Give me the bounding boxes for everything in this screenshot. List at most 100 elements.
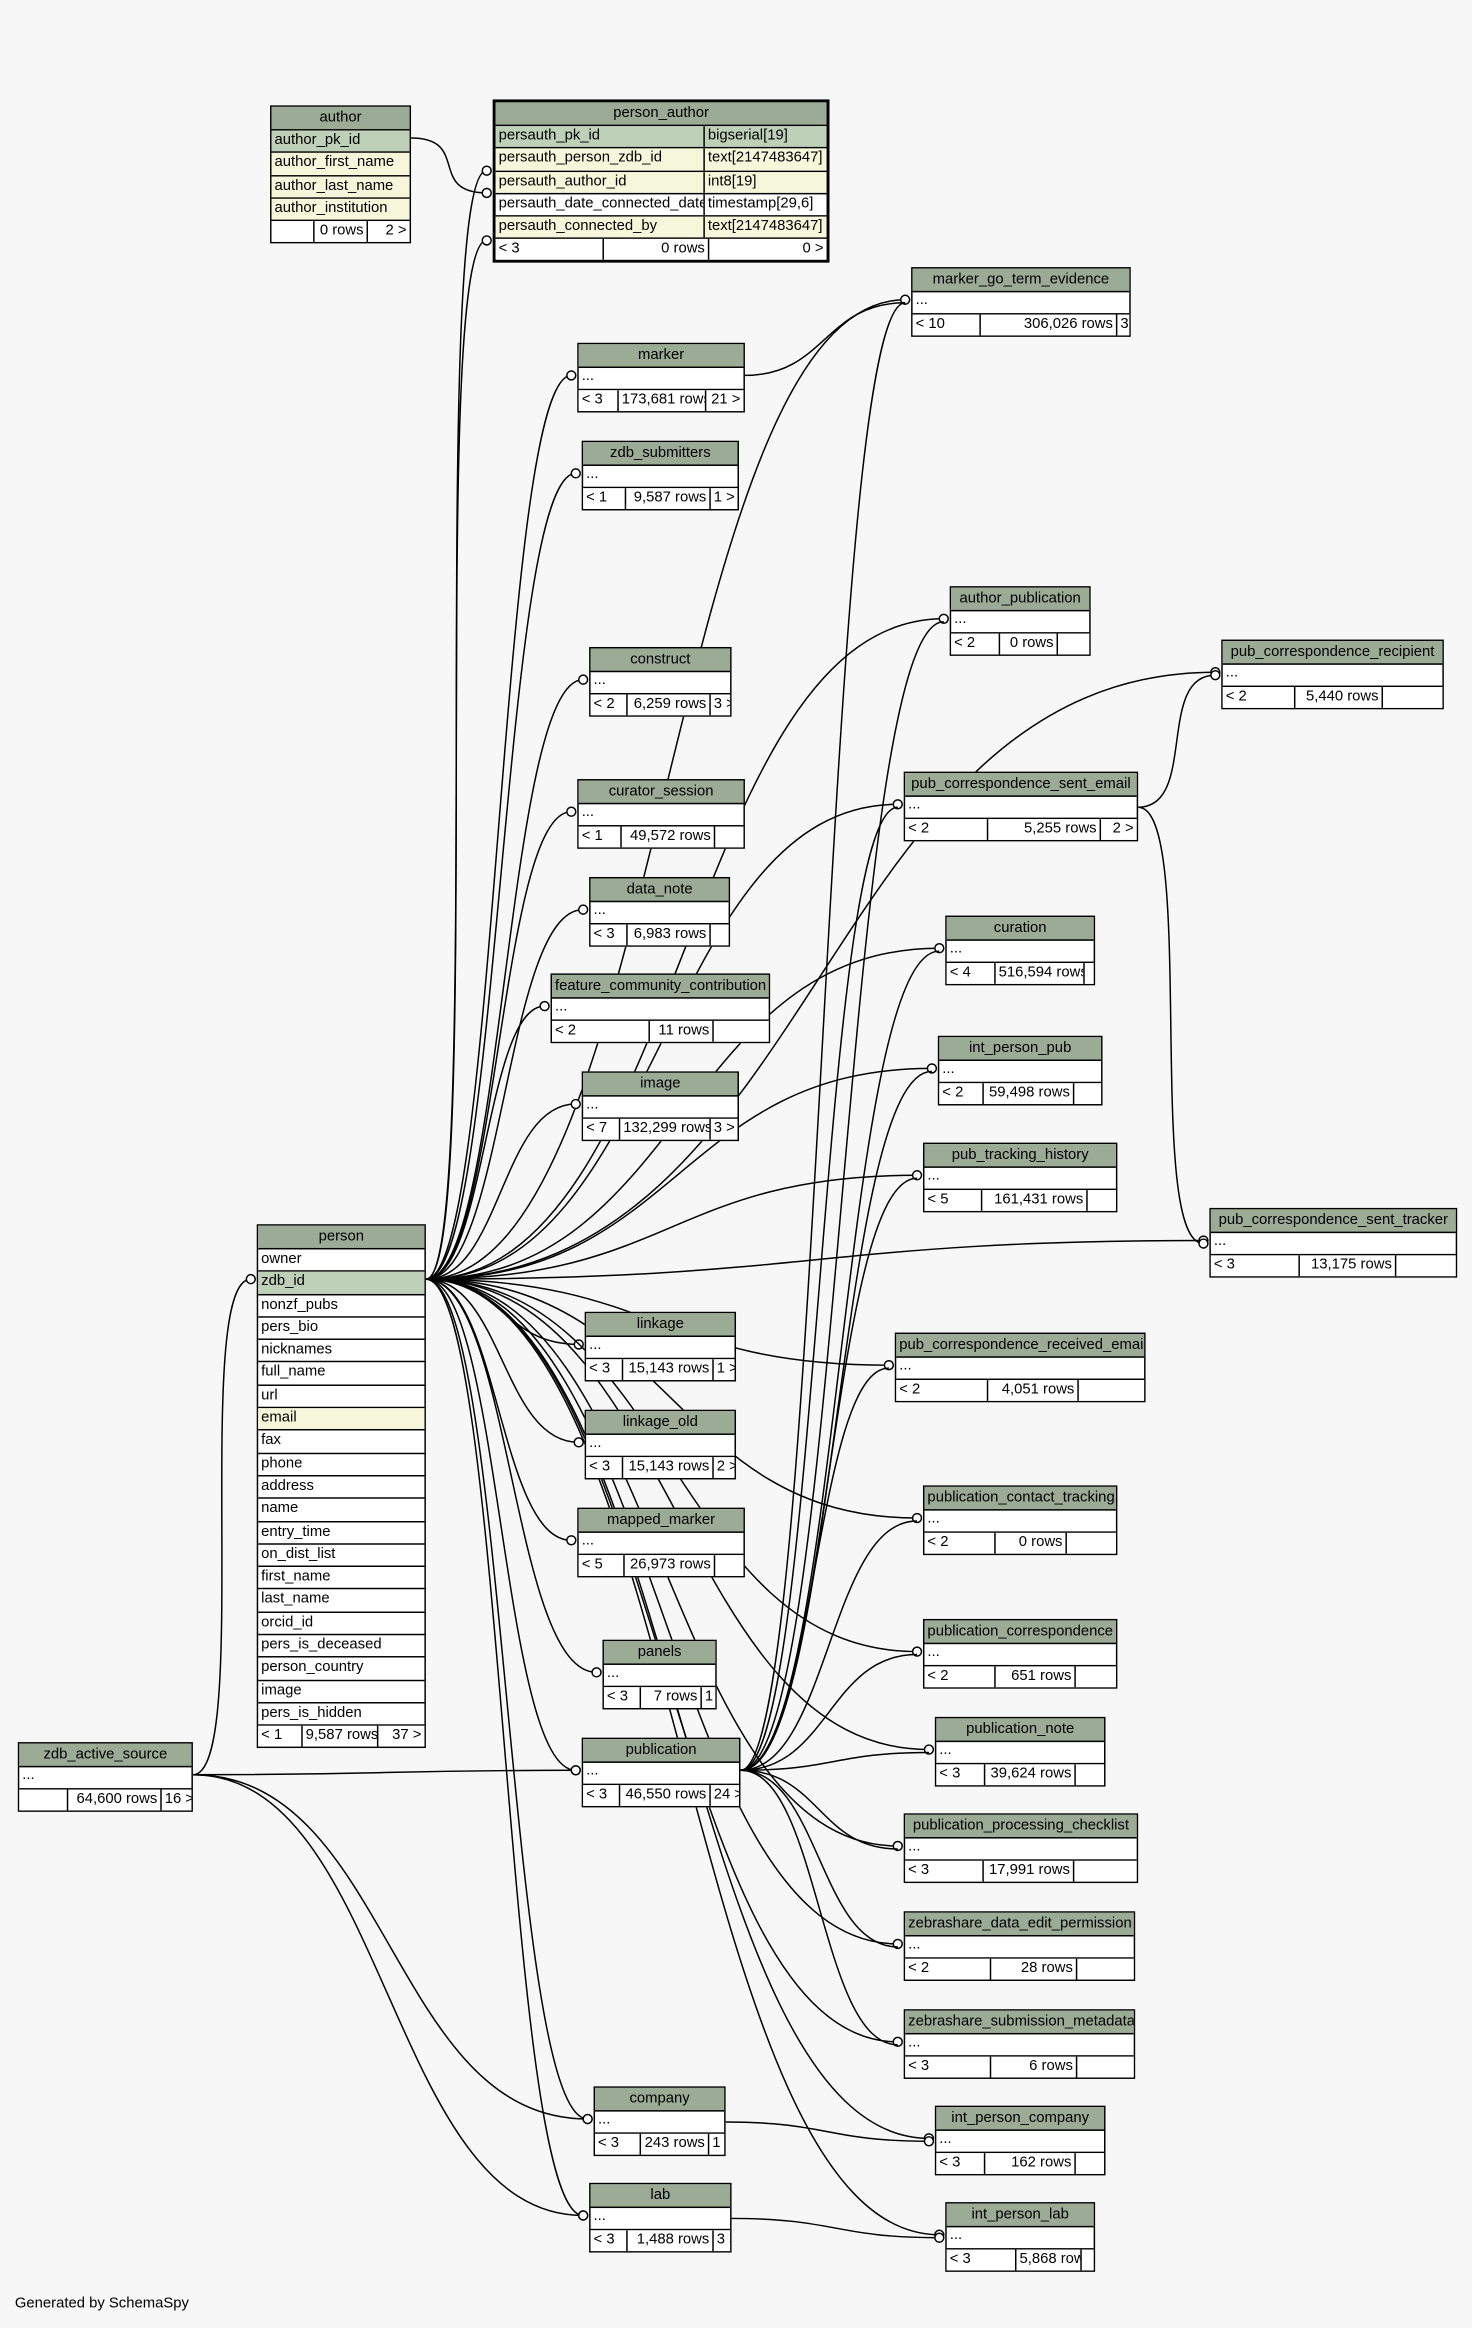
optional-marker [539, 1000, 550, 1012]
table-header: mapped_marker [578, 1509, 744, 1533]
table-header: int_person_company [936, 2107, 1105, 2131]
column-row: author_last_name [271, 175, 410, 199]
table-header: publication_processing_checklist [905, 1814, 1137, 1839]
column-row: fax [258, 1431, 425, 1454]
publication-link-publication_note [740, 1751, 929, 1772]
table-footer: 0 rows 2 > [271, 221, 410, 243]
collapsed-columns: ... [583, 1763, 739, 1786]
column-row: phone [258, 1454, 425, 1477]
person-link-zdb_submitters [425, 472, 576, 1280]
table-int-person-lab[interactable]: int_person_lab...< 35,868 rows [945, 2202, 1096, 2272]
source-link-person [192, 1278, 251, 1776]
person-link-publication [425, 1278, 576, 1772]
publication-link-pub_tracking_history [740, 1177, 918, 1772]
collapsed-columns: ... [946, 941, 1094, 964]
table-header: marker [578, 344, 744, 369]
collapsed-columns: ... [578, 368, 744, 391]
collapsed-columns: ... [578, 804, 744, 827]
table-header: zebrashare_submission_metadata [905, 2010, 1134, 2035]
table-author[interactable]: author author_pk_id author_first_name au… [270, 105, 412, 244]
table-header: publication [583, 1739, 739, 1763]
column-row: name [258, 1499, 425, 1522]
collapsed-columns: ... [905, 1936, 1134, 1959]
optional-marker [582, 2113, 593, 2125]
column-row: nonzf_pubs [258, 1295, 425, 1318]
table-header: author_publication [951, 587, 1090, 612]
generator-credit: Generated by SchemaSpy [14, 2295, 189, 2312]
collapsed-columns: ... [590, 2208, 731, 2231]
person-link-lab [425, 1278, 584, 2217]
person-link-mapped_marker [425, 1278, 572, 1542]
tracker-link [1138, 806, 1204, 1245]
optional-marker [573, 1437, 584, 1448]
column-row: entry_time [258, 1522, 425, 1545]
collapsed-columns: ... [905, 1839, 1137, 1861]
column-row: image [258, 1681, 425, 1704]
company-link [725, 2121, 929, 2143]
optional-marker [883, 1359, 895, 1371]
table-footer: < 3 0 rows 0 > [495, 239, 827, 261]
person-link-zebrashare_data_edit_permission [425, 1278, 898, 1945]
person-link-data_note [425, 908, 584, 1280]
column-row: author_pk_id [271, 130, 410, 154]
source-link-publication [192, 1769, 576, 1776]
collapsed-columns: ... [905, 2034, 1134, 2057]
table-header: curator_session [578, 780, 744, 805]
collapsed-columns: ... [946, 2227, 1094, 2250]
optional-marker [911, 1170, 923, 1181]
table-footer: < 35,868 rows [946, 2249, 1094, 2271]
publication-link-zebrashare_data_edit_permission [740, 1769, 898, 1948]
publication-link-publication_processing_checklist [740, 1769, 898, 1850]
marker-link [744, 301, 906, 377]
column-row: last_name [258, 1590, 425, 1613]
optional-marker [591, 1667, 602, 1678]
table-header: data_note [590, 878, 729, 903]
table-header: pub_correspondence_received_email [896, 1334, 1145, 1358]
